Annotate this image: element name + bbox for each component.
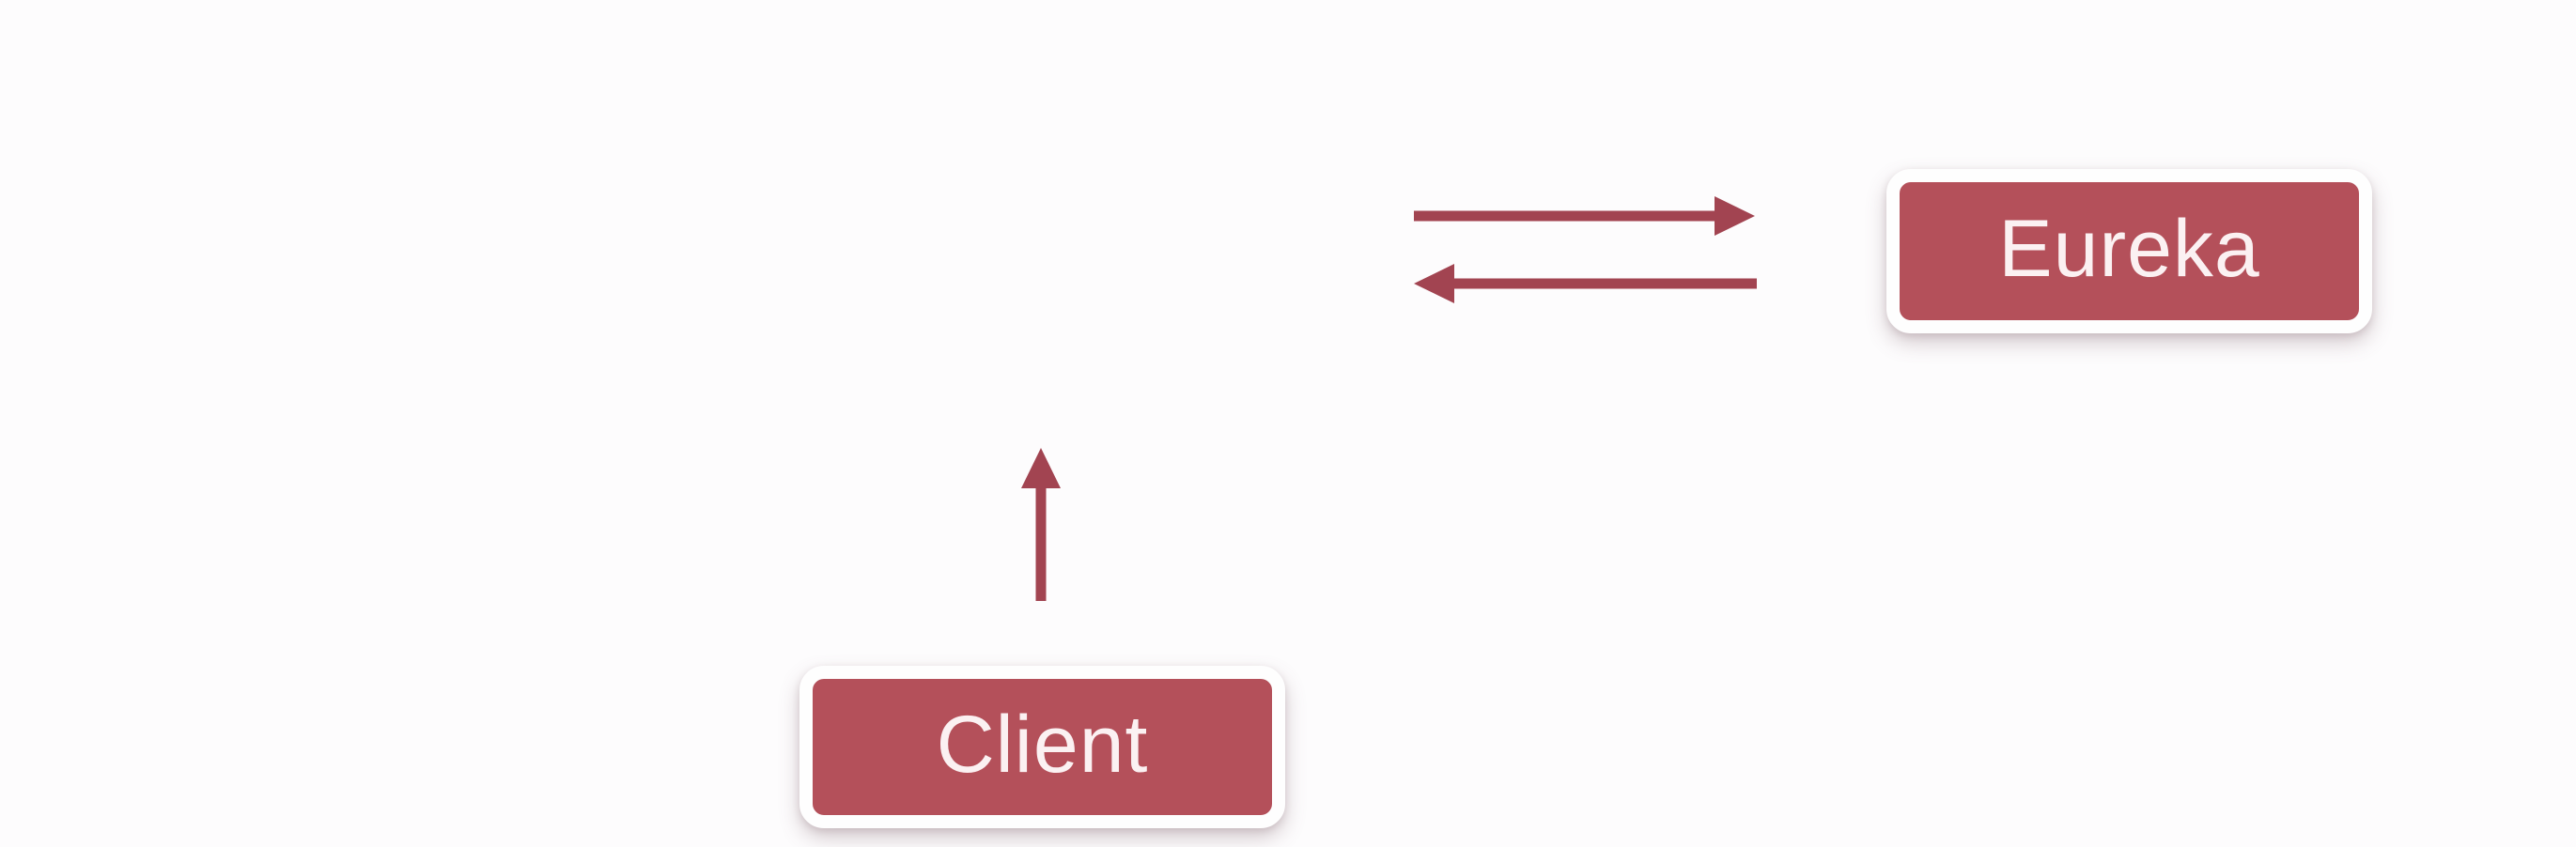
node-client: Client <box>799 666 1285 828</box>
arrow-left-from-eureka-icon <box>1414 264 1757 303</box>
arrow-head <box>1715 196 1755 236</box>
arrow-right-to-eureka-icon <box>1414 196 1755 236</box>
node-eureka-label: Eureka <box>1998 203 2260 294</box>
arrow-up-from-client-icon <box>1021 448 1061 601</box>
node-eureka: Eureka <box>1886 169 2372 333</box>
arrow-head <box>1021 448 1061 488</box>
node-client-label: Client <box>936 699 1149 790</box>
arrow-head <box>1414 264 1454 303</box>
